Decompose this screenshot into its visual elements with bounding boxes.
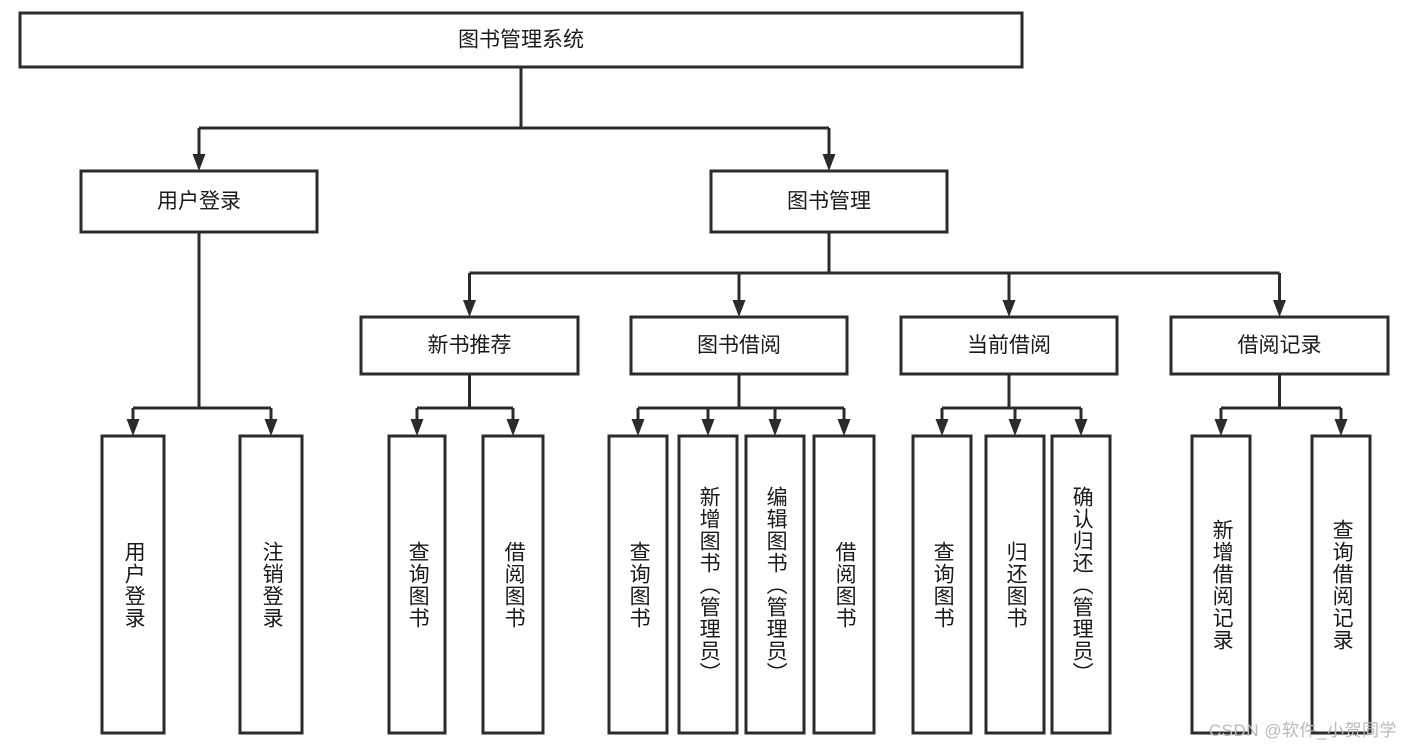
node-box-user-login [79,169,319,234]
node-leaf-query-borrow-record[interactable] [1310,434,1372,735]
node-leaf-confirm-return-admin[interactable] [1050,434,1112,735]
arrow-head-icon [126,419,140,436]
arrow-head-icon [1273,300,1286,317]
arrow-head-icon [768,419,782,436]
node-user-login[interactable]: 用户登录 [79,169,319,234]
arrow-head-icon [822,154,836,171]
arrow-head-icon [1008,419,1022,436]
node-label-root: 图书管理系统 [458,29,584,52]
node-leaf-query-book-3[interactable] [911,434,973,735]
node-box-new-book-recommend [359,315,580,376]
connector-group-book-manage [463,232,1286,317]
node-leaf-borrow-book-2[interactable] [812,434,876,735]
node-box-leaf-query-borrow-record [1310,434,1372,735]
node-leaf-edit-book-admin[interactable] [744,434,806,735]
node-leaf-logout-login[interactable] [238,434,304,735]
arrow-head-icon [463,300,476,317]
watermark-text: CSDN @软件_小贺同学 [1208,721,1397,740]
node-new-book-recommend[interactable]: 新书推荐 [359,315,580,376]
connector-group-borrow-record [1214,374,1348,436]
node-box-leaf-query-book-3 [911,434,973,735]
node-leaf-add-book-admin[interactable] [677,434,739,735]
node-box-book-manage [709,169,949,234]
node-book-borrow[interactable]: 图书借阅 [629,315,849,376]
node-label-new-book-recommend: 新书推荐 [428,334,512,357]
node-label-user-login: 用户登录 [157,190,241,213]
node-box-borrow-record [1169,315,1390,376]
arrow-head-icon [935,419,949,436]
node-box-root [18,11,1024,69]
node-leaf-borrow-book-1[interactable] [481,434,545,735]
node-label-book-borrow: 图书借阅 [697,334,781,357]
node-leaf-return-book[interactable] [984,434,1046,735]
connector-layer [126,67,1348,436]
node-borrow-record[interactable]: 借阅记录 [1169,315,1390,376]
node-box-leaf-edit-book-admin [744,434,806,735]
node-box-leaf-add-borrow-record [1190,434,1252,735]
node-label-borrow-record: 借阅记录 [1238,334,1322,357]
arrow-head-icon [506,419,520,436]
arrow-head-icon [192,154,206,171]
arrow-head-icon [1334,419,1348,436]
node-box-leaf-query-book-2 [607,434,669,735]
node-book-manage[interactable]: 图书管理 [709,169,949,234]
arrow-head-icon [701,419,715,436]
connector-group-user-login [126,232,278,436]
arrow-head-icon [410,419,424,436]
node-root[interactable]: 图书管理系统 [18,11,1024,69]
arrow-head-icon [631,419,645,436]
arrow-head-icon [1214,419,1228,436]
node-box-leaf-logout-login [238,434,304,735]
node-leaf-user-login[interactable] [100,434,166,735]
node-box-leaf-confirm-return-admin [1050,434,1112,735]
connector-group-new-book-recommend [410,374,520,436]
node-box-book-borrow [629,315,849,376]
arrow-head-icon [264,419,278,436]
node-box-leaf-add-book-admin [677,434,739,735]
connector-group-book-borrow [631,374,851,436]
node-label-current-borrow: 当前借阅 [967,334,1051,357]
arrow-head-icon [1002,300,1016,317]
node-leaf-query-book-2[interactable] [607,434,669,735]
node-leaf-add-borrow-record[interactable] [1190,434,1252,735]
arrow-head-icon [732,300,746,317]
node-box-leaf-query-book-1 [387,434,447,735]
node-box-leaf-borrow-book-1 [481,434,545,735]
node-label-book-manage: 图书管理 [787,190,871,213]
node-leaf-query-book-1[interactable] [387,434,447,735]
node-current-borrow[interactable]: 当前借阅 [899,315,1119,376]
node-box-leaf-return-book [984,434,1046,735]
connector-group-root [192,67,836,171]
node-box-current-borrow [899,315,1119,376]
node-box-leaf-borrow-book-2 [812,434,876,735]
arrow-head-icon [837,419,851,436]
arrow-head-icon [1074,419,1088,436]
connector-group-current-borrow [935,374,1088,436]
node-box-leaf-user-login [100,434,166,735]
